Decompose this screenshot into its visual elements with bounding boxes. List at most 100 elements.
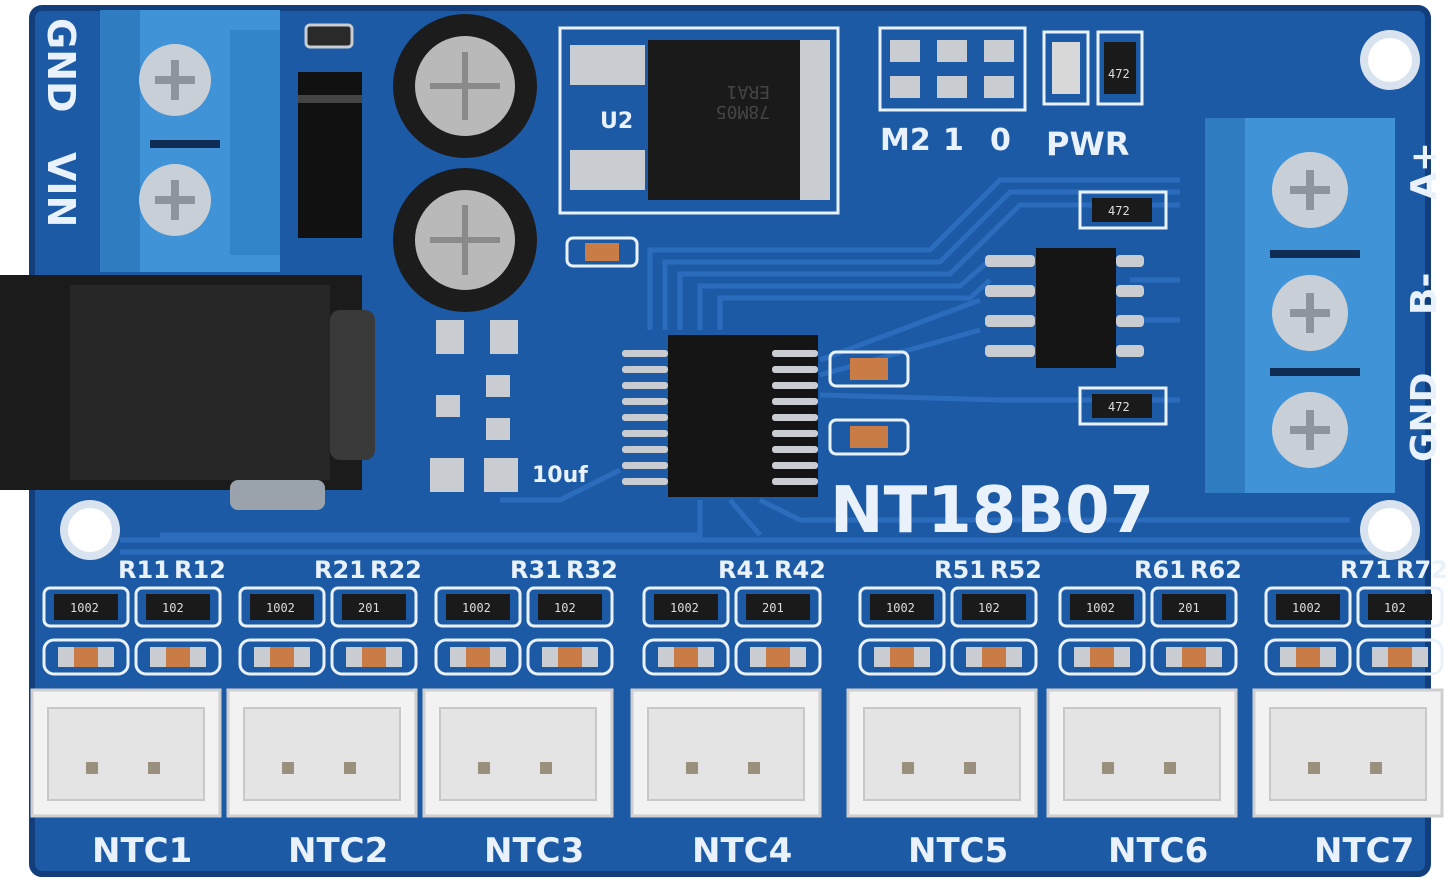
resistor-ref-label: R12 [174,556,226,584]
resistor-mark: 102 [162,601,184,615]
resistor-mark: 1002 [886,601,915,615]
resistor-outline [1356,586,1444,628]
connector-pin [148,762,160,774]
smd-resistor [342,594,406,620]
capacitor-outline [238,638,326,676]
mounting-holes [60,30,1420,560]
resistor-mark: 102 [978,601,1000,615]
mode-label-m2: M2 [880,123,931,158]
resistor-mark: 1002 [1292,601,1321,615]
capacitor-pad [490,647,506,667]
capacitor-pad [190,647,206,667]
connector-pin [344,762,356,774]
regulator-marking-2: ERA1 [727,81,770,102]
resistor-mark: 1002 [1086,601,1115,615]
resistor-outline [642,586,730,628]
electrolytic-capacitors [393,14,537,312]
resistor-ref-label: R52 [990,556,1042,584]
smd-capacitors [430,236,910,492]
capacitor-pad [874,647,890,667]
resistor-ref-label: R31 [510,556,562,584]
capacitor-pad [150,647,166,667]
label-right-b-minus: B- [1404,273,1445,315]
connector-pin [478,762,490,774]
resistor-outline [330,586,418,628]
resistor-ref-label: R11 [118,556,170,584]
capacitor-pad [1372,647,1388,667]
resistor-outline [434,586,522,628]
resistor-ref-label: R42 [774,556,826,584]
connector-pin [540,762,552,774]
capacitor-pad [582,647,598,667]
capacitor-pad [698,647,714,667]
smd-resistor [654,594,718,620]
resistor-outline [42,586,130,628]
smd-capacitor [466,647,490,667]
resistor-mark: 201 [1178,601,1200,615]
ntc-channel-label: NTC5 [908,831,1008,871]
capacitor-pad [294,647,310,667]
pwr-label: PWR [1046,125,1129,163]
ntc-channel-label: NTC4 [692,831,792,871]
capacitor-outline [734,638,822,676]
ntc-channel-label: NTC1 [92,831,192,871]
smd-capacitor [1090,647,1114,667]
connector-socket [243,707,401,801]
resistor-outline [238,586,326,628]
capacitor-pad [1206,647,1222,667]
capacitor-pad [98,647,114,667]
smd-resistor [446,594,510,620]
resistor-mark-472-b: 472 [1108,400,1130,414]
capacitor-outline [526,638,614,676]
resistor-ref-label: R62 [1190,556,1242,584]
smd-capacitor [270,647,294,667]
capacitor-pad [1320,647,1336,667]
smd-capacitor [74,647,98,667]
resistor-outline [1264,586,1352,628]
smd-resistor [146,594,210,620]
smd-resistor [746,594,810,620]
capacitor-pad [790,647,806,667]
smd-resistor [1368,594,1432,620]
voltage-regulator: U2 78M05 ERA1 [558,26,840,215]
smd-resistor [250,594,314,620]
resistor-outline [526,586,614,628]
connector-socket [439,707,597,801]
right-screw-terminal [1205,118,1395,493]
connector-socket [1269,707,1427,801]
capacitor-pad [58,647,74,667]
capacitor-outline [330,638,418,676]
smd-resistor [1276,594,1340,620]
smd-resistor [870,594,934,620]
capacitor-outline [434,638,522,676]
smd-resistor [1162,594,1226,620]
label-right-a-plus: A+ [1404,142,1445,200]
smd-resistor [54,594,118,620]
capacitor-pad [542,647,558,667]
pcb-traces [120,177,1400,555]
smd-resistor [1070,594,1134,620]
resistor-ref-label: R41 [718,556,770,584]
capacitor-pad [450,647,466,667]
cap-label: 10uf [532,463,588,488]
resistor-outline [134,586,222,628]
connector-pin [1370,762,1382,774]
resistor-mark-472-c: 472 [1108,67,1130,81]
mode-label-1: 1 [943,123,964,158]
smd-capacitor [362,647,386,667]
capacitor-outline [1264,638,1352,676]
resistor-ref-label: R21 [314,556,366,584]
resistor-mark: 102 [1384,601,1406,615]
mode-select-pads [878,26,1027,112]
resistor-outline [734,586,822,628]
capacitor-pad [1280,647,1296,667]
label-left-gnd: GND [39,18,83,113]
capacitor-pad [1006,647,1022,667]
connector-socket [647,707,805,801]
resistor-mark: 102 [554,601,576,615]
smd-capacitor [1182,647,1206,667]
connector-pin [86,762,98,774]
connector-pin [902,762,914,774]
connector-socket [1063,707,1221,801]
